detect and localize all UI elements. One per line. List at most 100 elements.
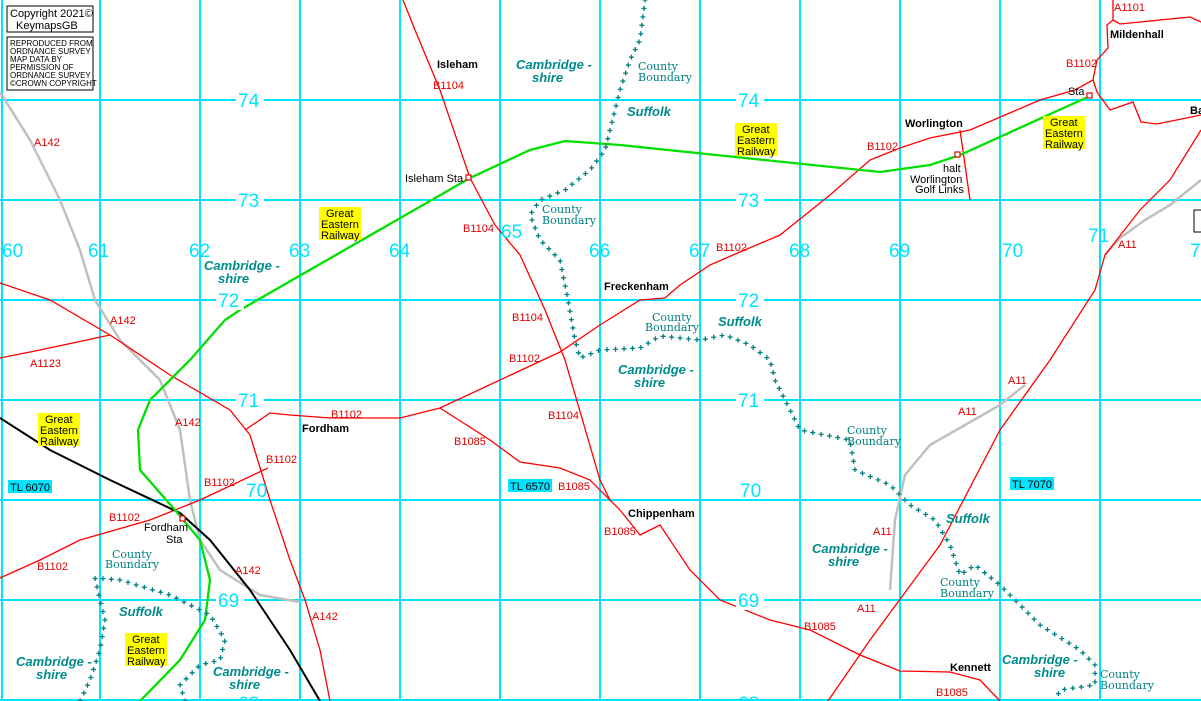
boundary-cross-mark [102,617,108,623]
boundary-cross-mark [570,325,576,331]
os-text: REPRODUCED FROM [10,39,93,48]
easting-label: 60 [2,241,23,262]
road-east [1092,79,1201,125]
boundary-cross-mark [1001,586,1007,592]
northing-label: 74 [738,91,760,112]
boundary-cross-mark [1013,598,1019,604]
boundary-cross-mark [686,336,692,342]
boundary-cross-mark [599,151,605,157]
road-label: B1102 [204,477,235,489]
boundary-cross-mark [630,345,636,351]
boundary-cross-mark [795,423,801,429]
station-labels: Isleham Sta Fordham Sta Sta halt Worling… [144,86,1085,546]
os-text: PERMISSION OF [10,63,74,72]
road-a1123 [0,334,111,359]
svg-text:Eastern: Eastern [1045,128,1083,140]
boundary-label: Boundary [105,558,160,571]
grid-ref: TL 6070 [10,482,50,494]
os-text: MAP DATA BY [10,55,63,64]
boundary-cross-mark [596,348,602,354]
boundary-cross-mark [835,435,841,441]
station-fordham-sta: Sta [166,534,183,546]
grid-refs: TL 6070 TL 6570 TL 7070 [8,477,1054,494]
boundary-cross-mark [908,503,914,509]
easting-label: 61 [88,241,109,262]
old-road-a11 [888,384,1026,591]
station-mildenhall: Sta [1068,86,1085,98]
boundary-cross-mark [173,595,179,601]
boundary-cross-mark [1031,616,1037,622]
boundary-cross-mark [535,233,541,239]
northing-label: 69 [738,591,759,612]
boundary-cross-mark [757,350,763,356]
boundary-cross-mark [768,361,774,367]
boundary-cross-mark [181,599,187,605]
boundary-cross-mark [569,181,575,187]
boundary-cross-mark [1007,592,1013,598]
copyright-box: Copyright 2021© KeymapsGB REPRODUCED FRO… [6,5,97,91]
easting-label: 70 [1002,241,1023,262]
old-road-a11-north [1104,179,1201,256]
boundary-cross-mark [582,171,588,177]
county-suffolk: Suffolk [718,314,763,329]
boundary-cross-mark [613,346,619,352]
boundary-cross-mark [211,658,217,664]
boundary-cross-mark [896,491,902,497]
boundary-cross-mark [117,577,123,583]
boundary-cross-mark [149,587,155,593]
boundary-cross-mark [1044,627,1050,633]
boundary-cross-mark [638,31,644,37]
boundary-cross-mark [1080,650,1086,656]
county-cambs: shire [532,70,563,85]
svg-text:Eastern: Eastern [737,135,775,147]
boundary-cross-mark [611,111,617,117]
boundary-cross-mark [1066,640,1072,646]
boundary-cross-mark [1092,670,1098,676]
easting-label: 65 [501,222,522,243]
boundary-cross-mark [849,450,855,456]
road-label: A11 [958,406,977,418]
easting-label: 62 [189,241,210,262]
boundary-crosses [77,0,1098,701]
boundary-cross-mark [940,530,946,536]
boundary-cross-mark [561,275,567,281]
boundary-cross-mark [1078,684,1084,690]
boundary-cross-mark [923,511,929,517]
boundary-cross-mark [539,196,545,202]
railway-great-eastern [136,94,1091,701]
northing-label: 72 [218,291,239,312]
boundary-cross-mark [818,431,824,437]
boundary-cross-mark [750,344,756,350]
northing-labels: 74 74 73 73 72 72 71 71 70 70 69 69 68 6… [216,90,764,701]
northing-label: 71 [238,391,259,412]
road-label: A142 [34,137,60,149]
boundary-cross-mark [628,54,634,60]
boundary-cross-mark [764,355,770,361]
road-label: B1085 [936,687,968,699]
boundary-label: Boundary [542,214,597,227]
boundary-cross-mark [222,638,228,644]
boundary-cross-mark [98,642,104,648]
boundary-cross-mark [1061,686,1067,692]
road-label: A11 [1008,375,1027,387]
os-text: ORDNANCE SURVEY [10,71,91,80]
boundary-cross-mark [770,370,776,376]
boundary-cross-mark [204,610,210,616]
boundary-cross-mark [669,334,675,340]
boundary-cross-mark [100,576,106,582]
boundary-cross-mark [108,576,114,582]
road-label: A142 [175,417,201,429]
boundary-cross-mark [935,522,941,528]
boundary-cross-mark [995,580,1001,586]
county-cambs: shire [1034,665,1065,680]
northing-label: 73 [238,191,259,212]
svg-text:Great: Great [132,634,160,646]
boundary-cross-mark [1059,636,1065,642]
boundary-label: County [638,60,679,73]
easting-label: 66 [589,241,610,262]
svg-text:Railway: Railway [737,146,776,158]
town-chippenham: Chippenham [628,508,695,520]
